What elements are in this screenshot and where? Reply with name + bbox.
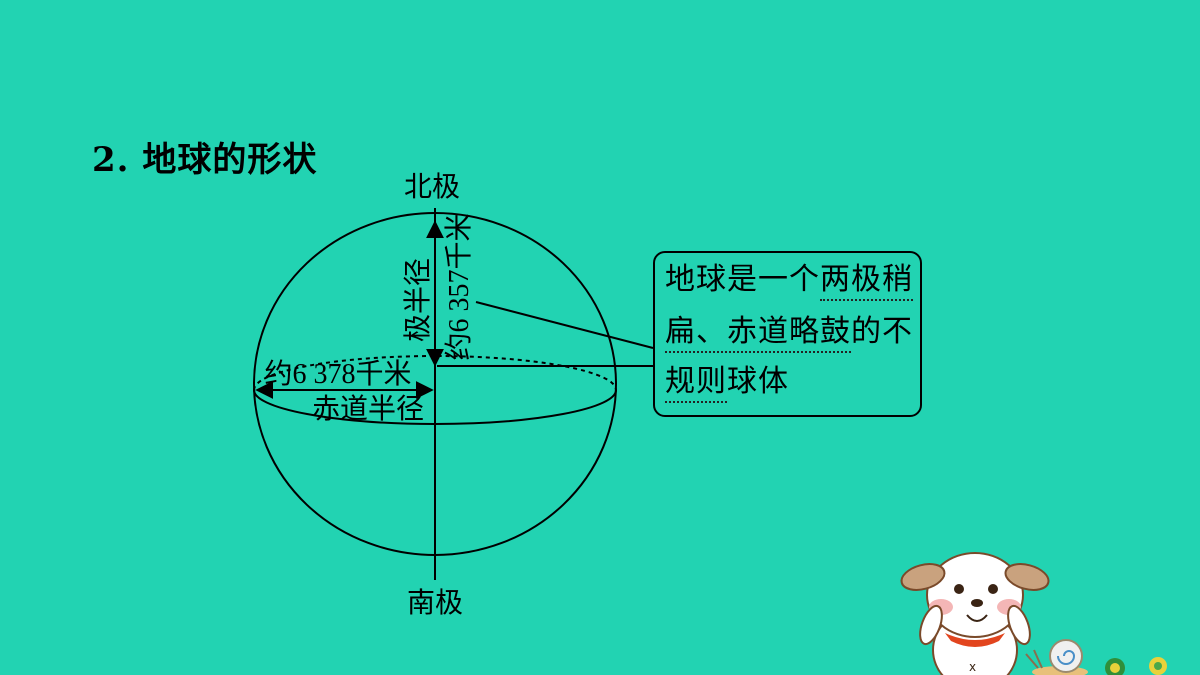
note-box: 地球是一个两极稍 扁、赤道略鼓的不 规则球体 [653, 251, 922, 417]
note-emphasis: 规则 [665, 365, 727, 403]
callout-pointer [475, 301, 654, 349]
equatorial-radius-value: 约6 378千米 [264, 358, 411, 390]
note-text: 球体 [727, 364, 789, 399]
decorative-dots [1105, 657, 1167, 675]
polar-radius-label: 极半径 [402, 258, 434, 342]
slide-title: 2. 地球的形状 [92, 140, 318, 180]
note-line-2: 扁、赤道略鼓的不 [665, 315, 913, 353]
note-line-3: 规则球体 [665, 365, 789, 403]
cartoon-puppy-icon: x [900, 552, 1050, 675]
note-emphasis: 扁、赤道略鼓 [665, 315, 851, 353]
note-text: 地球是一个 [665, 262, 820, 297]
equator-back [253, 355, 617, 391]
equatorial-radius-label: 赤道半径 [312, 393, 424, 425]
south-pole-label: 南极 [407, 587, 463, 619]
note-emphasis: 两极稍 [820, 263, 913, 301]
note-line-1: 地球是一个两极稍 [665, 263, 913, 301]
svg-text:x: x [969, 660, 976, 674]
note-text: 的不 [851, 314, 913, 349]
north-pole-label: 北极 [404, 171, 460, 203]
polar-radius-value: 约6 357千米 [443, 213, 475, 360]
snail-icon [1025, 639, 1088, 675]
